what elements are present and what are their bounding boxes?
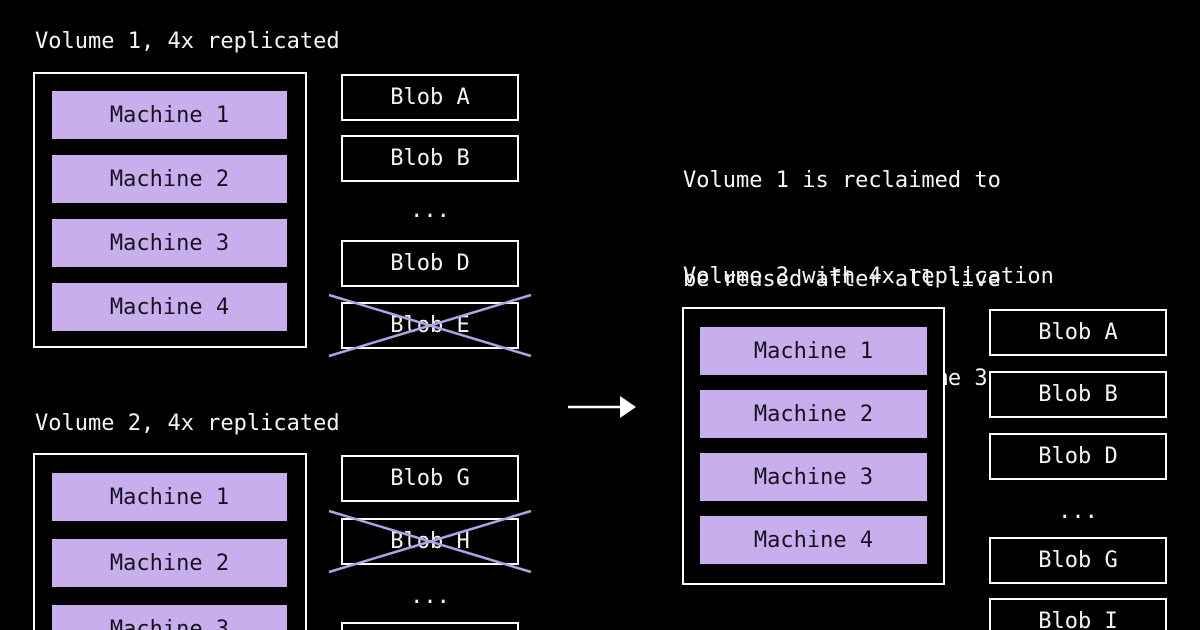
machine-box: Machine 3 (52, 219, 287, 267)
blob-label: Blob E (390, 313, 470, 338)
machine-box: Machine 2 (52, 155, 287, 203)
blob-box: Blob B (989, 371, 1167, 418)
machine-box: Machine 2 (52, 539, 287, 587)
arrow-right-icon (568, 396, 636, 418)
blob-label: Blob H (390, 529, 470, 554)
blob-box: Blob A (341, 74, 519, 121)
blob-box: Blob B (341, 135, 519, 182)
ellipsis: ... (410, 584, 450, 609)
blob-box-partial (341, 622, 519, 630)
machine-box: Machine 2 (700, 390, 927, 438)
blob-box: Blob G (341, 455, 519, 502)
machine-box: Machine 3 (700, 453, 927, 501)
machine-box: Machine 4 (700, 516, 927, 564)
volume3-title: Volume 3 with 4x replication (683, 264, 1054, 289)
machine-box: Machine 3 (52, 605, 287, 630)
ellipsis: ... (410, 198, 450, 223)
machine-box: Machine 1 (52, 91, 287, 139)
volume1-title: Volume 1, 4x replicated (35, 29, 340, 54)
blob-box: Blob D (989, 433, 1167, 480)
blob-box: Blob D (341, 240, 519, 287)
volume2-title: Volume 2, 4x replicated (35, 411, 340, 436)
note-line: be reused after all live (683, 267, 1001, 292)
machine-box: Machine 4 (52, 283, 287, 331)
blob-box-deleted: Blob H (328, 509, 532, 574)
blob-box-deleted: Blob E (328, 293, 532, 358)
blob-box: Blob G (989, 537, 1167, 584)
ellipsis: ... (1058, 499, 1098, 524)
blob-box: Blob I (989, 598, 1167, 630)
machine-box: Machine 1 (52, 473, 287, 521)
note-line: Volume 1 is reclaimed to (683, 168, 1001, 193)
blob-box: Blob A (989, 309, 1167, 356)
machine-box: Machine 1 (700, 327, 927, 375)
